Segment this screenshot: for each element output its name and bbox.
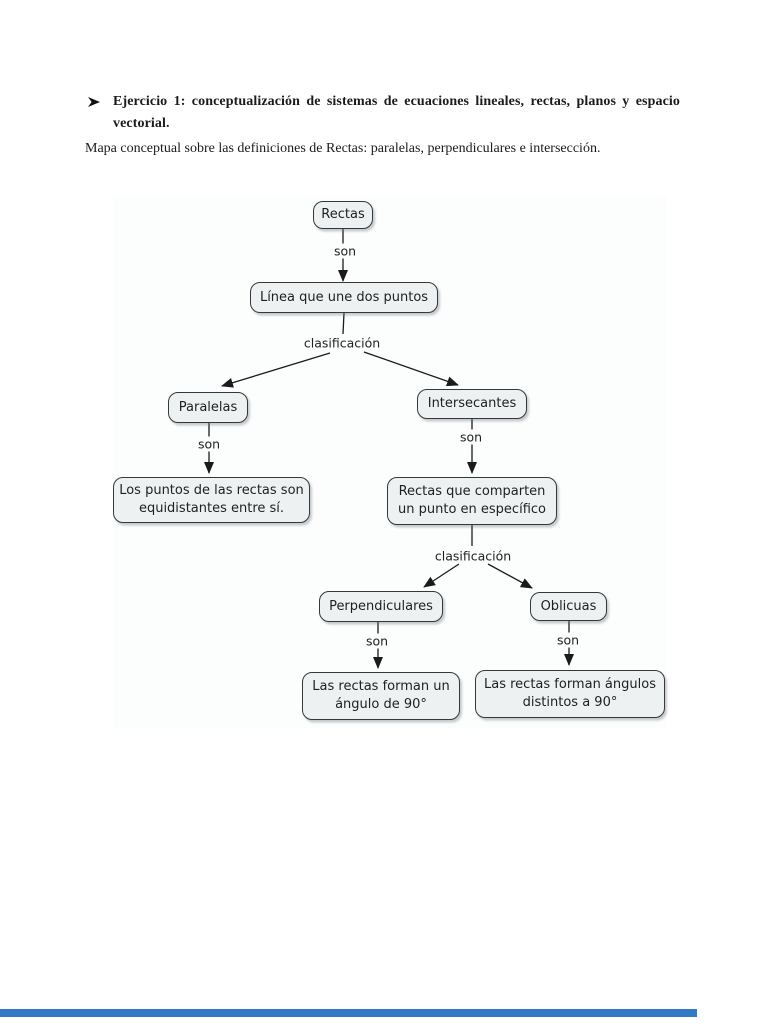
link-label-clasificacion: clasificación bbox=[431, 548, 515, 564]
exercise-heading-text: Ejercicio 1: conceptualización de sistem… bbox=[113, 94, 680, 131]
link-label-son: son bbox=[456, 429, 486, 445]
link-label-son: son bbox=[362, 633, 392, 649]
node-perpendiculares: Perpendiculares bbox=[319, 591, 443, 622]
node-rectas: Rectas bbox=[313, 201, 373, 229]
node-angulos-distintos-90: Las rectas forman ángulos distintos a 90… bbox=[475, 670, 665, 718]
concept-map-background bbox=[113, 196, 667, 729]
arrow-bullet-icon bbox=[88, 91, 113, 134]
node-paralelas: Paralelas bbox=[168, 392, 248, 423]
link-label-son: son bbox=[194, 436, 224, 452]
node-linea-que-une-dos-puntos: Línea que une dos puntos bbox=[250, 282, 438, 313]
bottom-blue-bar bbox=[0, 1009, 697, 1017]
intro-paragraph: Mapa conceptual sobre las definiciones d… bbox=[85, 141, 601, 156]
exercise-heading: Ejercicio 1: conceptualización de sistem… bbox=[88, 91, 682, 134]
node-puntos-equidistantes: Los puntos de las rectas son equidistant… bbox=[113, 477, 310, 523]
link-label-son: son bbox=[553, 632, 583, 648]
link-label-clasificacion: clasificación bbox=[300, 335, 384, 351]
node-intersecantes: Intersecantes bbox=[417, 389, 527, 419]
link-label-son: son bbox=[330, 243, 360, 259]
node-comparten-punto: Rectas que comparten un punto en específ… bbox=[387, 477, 557, 525]
node-angulo-90: Las rectas forman un ángulo de 90° bbox=[302, 672, 460, 720]
node-oblicuas: Oblicuas bbox=[530, 592, 607, 621]
